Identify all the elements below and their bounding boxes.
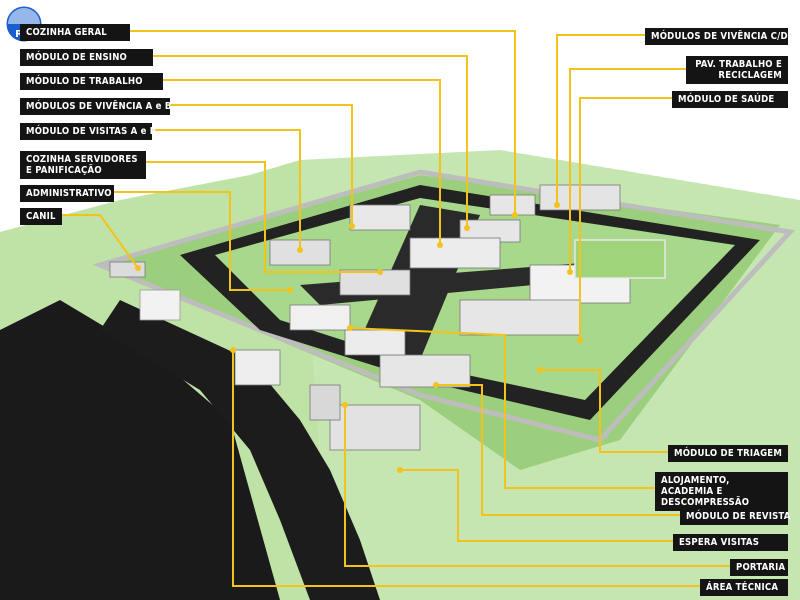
leader-dot (433, 382, 439, 388)
leader-dot (437, 242, 443, 248)
label-modulo-revista: MÓDULO DE REVISTA (680, 508, 790, 525)
leader-dot (349, 223, 355, 229)
leader-dot (377, 269, 383, 275)
building-area-tecnica (234, 349, 281, 386)
buildings (109, 184, 666, 451)
label-administrativo: ADMINISTRATIVO (20, 185, 114, 202)
leader-lines (62, 30, 730, 587)
outer-wall (92, 169, 795, 443)
label-modulos-vivencia-ab: MÓDULOS DE VIVÊNCIA A e B (20, 98, 171, 115)
leader-dot (567, 269, 573, 275)
label-modulo-saude: MÓDULO DE SAÚDE (672, 91, 788, 108)
leader-dot (135, 265, 141, 271)
sports-field (574, 239, 666, 279)
leader-triagem (540, 369, 668, 453)
leader-visitas-ab (152, 129, 301, 250)
leader-espera-visitas (400, 469, 673, 542)
leader-dot (464, 225, 470, 231)
leader-dot (512, 212, 518, 218)
leader-vivencia-cd (556, 34, 645, 205)
label-portaria: PORTARIA (730, 559, 788, 576)
building-tanks (139, 289, 181, 321)
leader-canil (62, 214, 139, 269)
building-cozinha-geral (489, 194, 536, 216)
access-road (100, 300, 380, 600)
building-saude (459, 299, 581, 336)
label-alojamento: ALOJAMENTO, ACADEMIA E DESCOMPRESSÃO (655, 472, 788, 511)
label-modulo-ensino: MÓDULO DE ENSINO (20, 49, 153, 66)
building-trabalho (409, 237, 501, 269)
label-pav-trabalho: PAV. TRABALHO E RECICLAGEM (686, 56, 788, 84)
building-portaria (309, 384, 341, 421)
label-modulos-vivencia-cd: MÓDULOS DE VIVÊNCIA C/D (645, 28, 788, 45)
leader-saude (579, 97, 672, 340)
leader-dots (135, 202, 583, 473)
building-revista (329, 404, 421, 451)
leader-cozinha-servidores (146, 161, 380, 273)
leader-pav-trabalho (569, 68, 686, 272)
label-cozinha-geral: COZINHA GERAL (20, 24, 130, 41)
leader-dot (537, 367, 543, 373)
leader-administrativo (114, 191, 290, 291)
leader-dot (342, 402, 348, 408)
leader-modulo-ensino (153, 55, 468, 228)
leader-dot (347, 325, 353, 331)
leader-revista (436, 384, 680, 516)
label-modulo-triagem: MÓDULO DE TRIAGEM (668, 445, 788, 462)
building-alojamento (344, 329, 406, 356)
building-cozinha-servidores (339, 269, 411, 296)
leader-area-tecnica (232, 350, 700, 587)
label-espera-visitas: ESPERA VISITAS (673, 534, 788, 551)
leader-portaria (344, 405, 730, 567)
label-cozinha-servidores: COZINHA SERVIDORES E PANIFICAÇÃO (20, 151, 146, 179)
leader-alojamento (349, 327, 655, 489)
label-modulo-visitas-ab: MÓDULO DE VISITAS A e B (20, 123, 156, 140)
building-visitas-ab (349, 204, 411, 231)
leader-dot (287, 287, 293, 293)
leader-dot (297, 247, 303, 253)
label-modulo-trabalho: MÓDULO DE TRABALHO (20, 73, 163, 90)
building-administrativo (289, 304, 351, 331)
leader-dot (554, 202, 560, 208)
label-canil: CANIL (20, 208, 62, 225)
dark-slope (0, 300, 280, 600)
leader-dot (577, 337, 583, 343)
leader-dot (397, 467, 403, 473)
leader-modulo-trabalho (163, 79, 441, 245)
label-area-tecnica: ÁREA TÉCNICA (700, 579, 788, 596)
leader-dot (230, 347, 236, 353)
leader-cozinha-geral (130, 30, 516, 215)
building-triagem (379, 354, 471, 388)
leader-vivencia-ab (170, 104, 353, 226)
